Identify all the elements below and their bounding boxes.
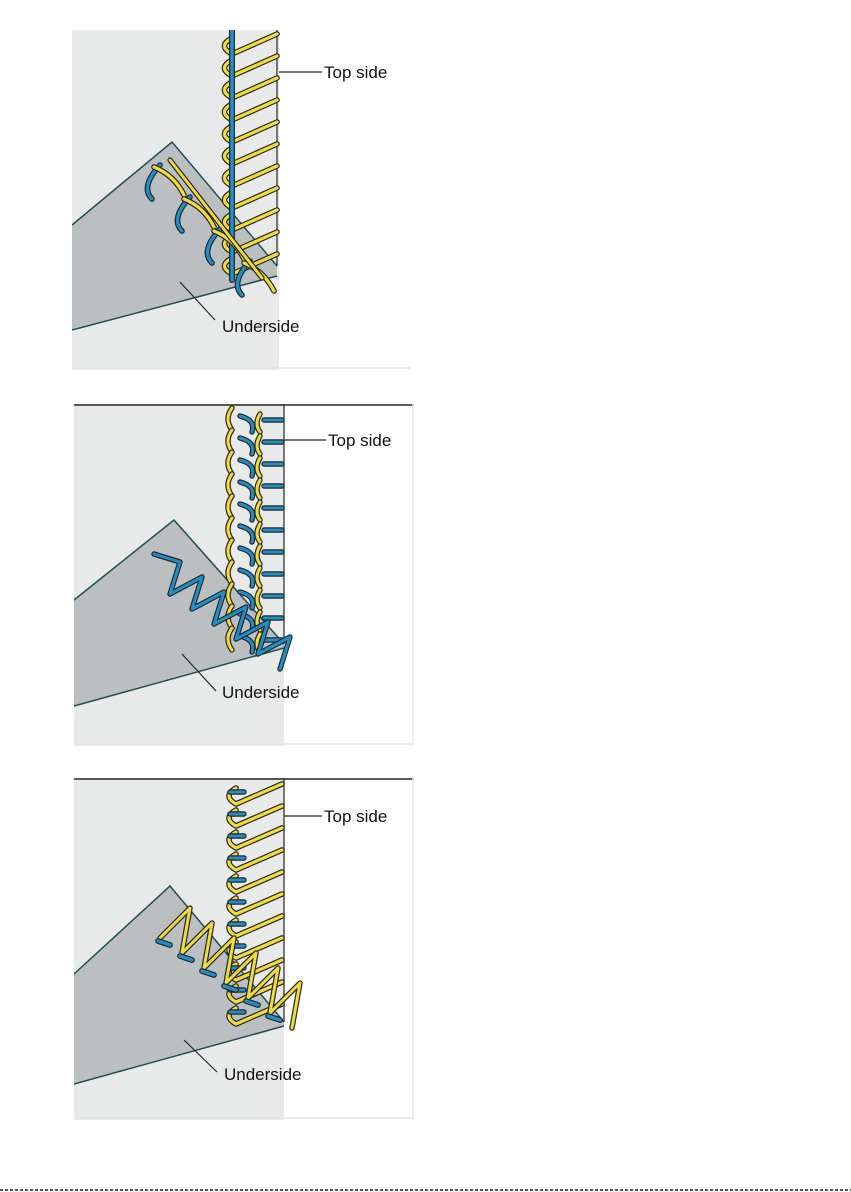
underside-label: Underside xyxy=(222,684,300,701)
stitch-diagram-panel-3: Top side Underside xyxy=(74,778,414,1120)
top-side-label: Top side xyxy=(324,64,387,81)
stitch-diagram-panel-1: Top side Underside xyxy=(72,30,410,370)
underside-label: Underside xyxy=(222,318,300,335)
top-side-label: Top side xyxy=(324,808,387,825)
top-side-label: Top side xyxy=(328,432,391,449)
underside-label: Underside xyxy=(224,1066,302,1083)
stitch-diagram-panel-2: Top side Underside xyxy=(74,404,414,746)
bottom-edge-strip xyxy=(0,1188,851,1192)
